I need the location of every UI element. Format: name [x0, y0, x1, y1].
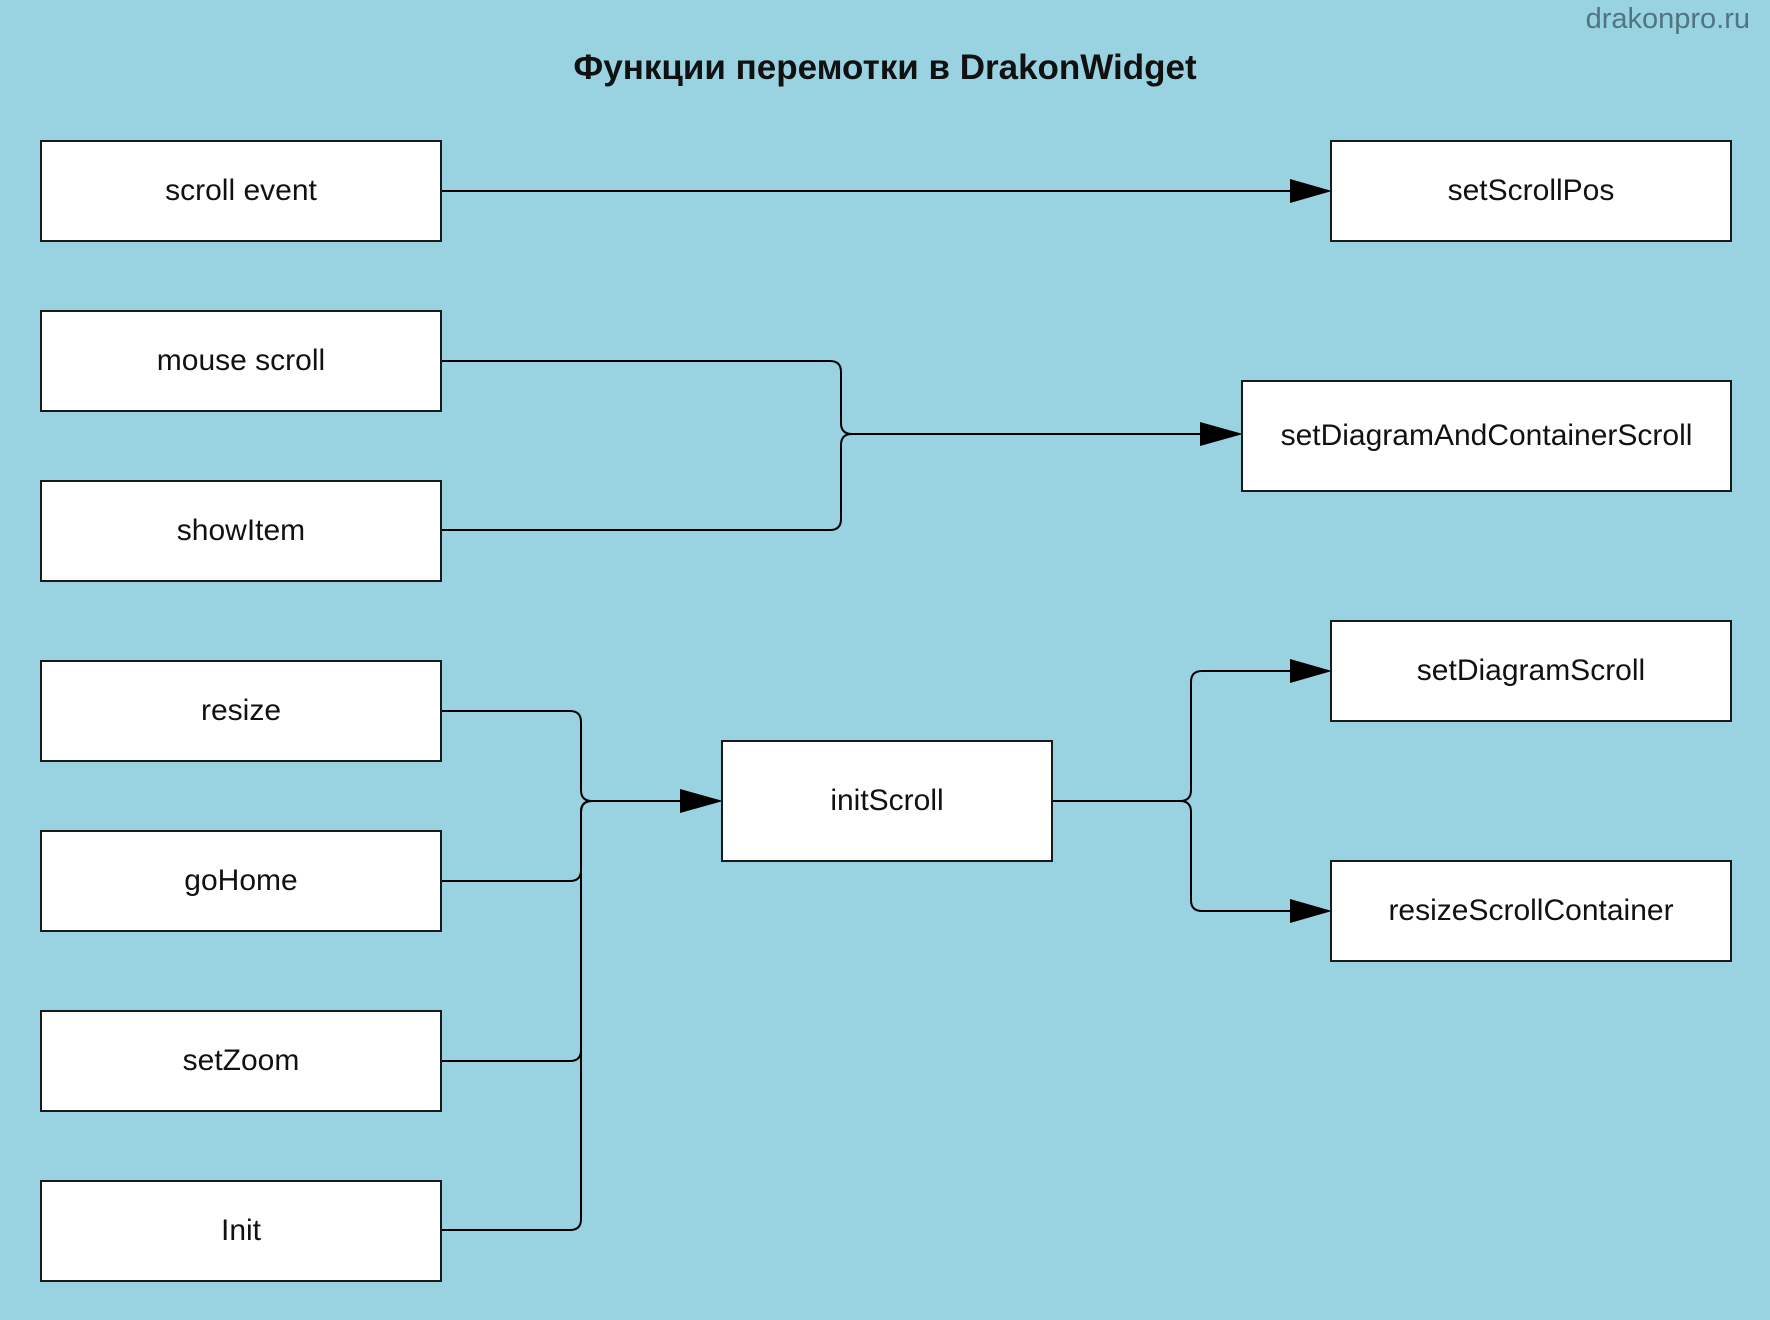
edge-gohome-to-merge: [441, 800, 593, 882]
node-resizescrollcontainer: resizeScrollContainer: [1330, 860, 1732, 962]
arrowhead-setscrollpos: [1290, 179, 1332, 203]
edge-split-to-resizescrollcontainer: [1179, 800, 1290, 912]
node-setdiagramandcontainerscroll: setDiagramAndContainerScroll: [1241, 380, 1732, 492]
node-mouse-scroll: mouse scroll: [40, 310, 442, 412]
node-initscroll: initScroll: [721, 740, 1053, 862]
arrowhead-initscroll: [680, 789, 723, 813]
node-gohome: goHome: [40, 830, 442, 932]
node-setzoom: setZoom: [40, 1010, 442, 1112]
node-init: Init: [40, 1180, 442, 1282]
node-setscrollpos: setScrollPos: [1330, 140, 1732, 242]
edge-mouse-scroll-to-merge: [441, 360, 853, 435]
edge-showitem-to-merge: [441, 433, 853, 531]
watermark: drakonpro.ru: [1585, 3, 1750, 35]
diagram-title: Функции перемотки в DrakonWidget: [573, 48, 1197, 87]
edge-resize-to-merge: [441, 710, 593, 802]
node-resize: resize: [40, 660, 442, 762]
arrowhead-setdiagramandcontainerscroll: [1200, 422, 1243, 446]
node-scroll-event: scroll event: [40, 140, 442, 242]
arrowhead-resizescrollcontainer: [1290, 899, 1332, 923]
edge-init-to-merge: [441, 800, 593, 1231]
node-showitem: showItem: [40, 480, 442, 582]
edge-setzoom-to-merge: [441, 800, 593, 1062]
arrowhead-setdiagramscroll: [1290, 659, 1332, 683]
node-setdiagramscroll: setDiagramScroll: [1330, 620, 1732, 722]
edge-initscroll-to-split: [1052, 670, 1290, 802]
